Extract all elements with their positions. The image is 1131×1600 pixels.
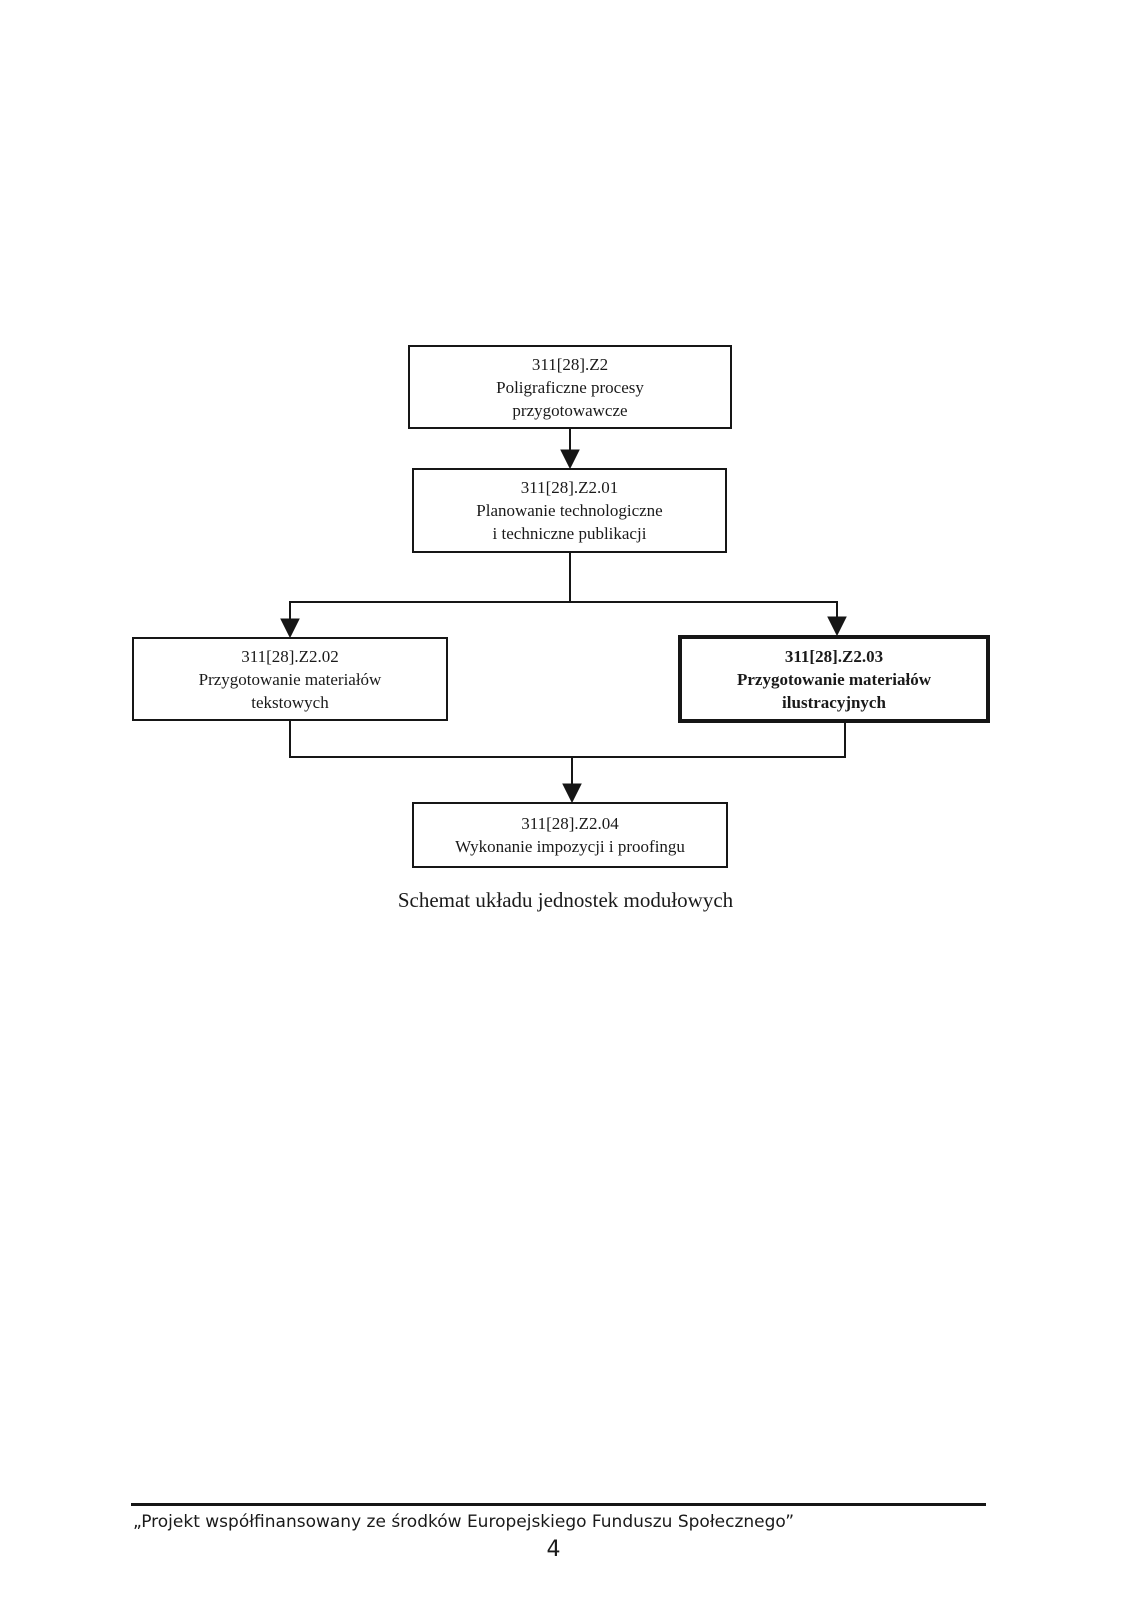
arrowhead-z201 — [560, 449, 580, 470]
module-title-line: tekstowych — [251, 692, 329, 712]
module-box-z2-01: 311[28].Z2.01 Planowanie technologiczne … — [412, 468, 727, 553]
module-code: 311[28].Z2 — [531, 354, 609, 374]
module-title-line: Planowanie technologiczne — [476, 501, 663, 520]
module-title-line: ilustracyjnych — [782, 692, 886, 712]
module-title-line: Przygotowanie materiałów — [198, 669, 382, 689]
module-box-z2-02: 311[28].Z2.02 Przygotowanie materiałów t… — [132, 637, 448, 721]
module-code: 311[28].Z2.03 — [784, 646, 884, 666]
footer-funding-note: „Projekt współfinansowany ze środków Eur… — [133, 1512, 795, 1532]
page-number: 4 — [546, 1537, 561, 1562]
footer-divider — [131, 1503, 986, 1506]
module-title-line: i techniczne publikacji — [492, 524, 647, 543]
arrowhead-z202 — [280, 618, 300, 639]
module-box-z2-04: 311[28].Z2.04 Wykonanie impozycji i proo… — [412, 802, 728, 868]
module-box-z2-03: 311[28].Z2.03 Przygotowanie materiałów i… — [678, 635, 990, 723]
module-code: 311[28].Z2.01 — [520, 478, 619, 497]
module-box-z2: 311[28].Z2 Poligraficzne procesy przygot… — [408, 345, 732, 429]
module-code: 311[28].Z2.02 — [241, 646, 339, 666]
module-title-line: przygotowawcze — [512, 400, 628, 420]
diagram-caption: Schemat układu jednostek modułowych — [397, 888, 734, 912]
module-title-line: Poligraficzne procesy — [496, 377, 644, 397]
arrowhead-z204 — [562, 783, 582, 804]
module-title-line: Przygotowanie materiałów — [736, 669, 932, 689]
arrowhead-z203 — [827, 616, 847, 637]
module-title-line: Wykonanie impozycji i proofingu — [455, 837, 685, 856]
module-code: 311[28].Z2.04 — [521, 814, 619, 833]
